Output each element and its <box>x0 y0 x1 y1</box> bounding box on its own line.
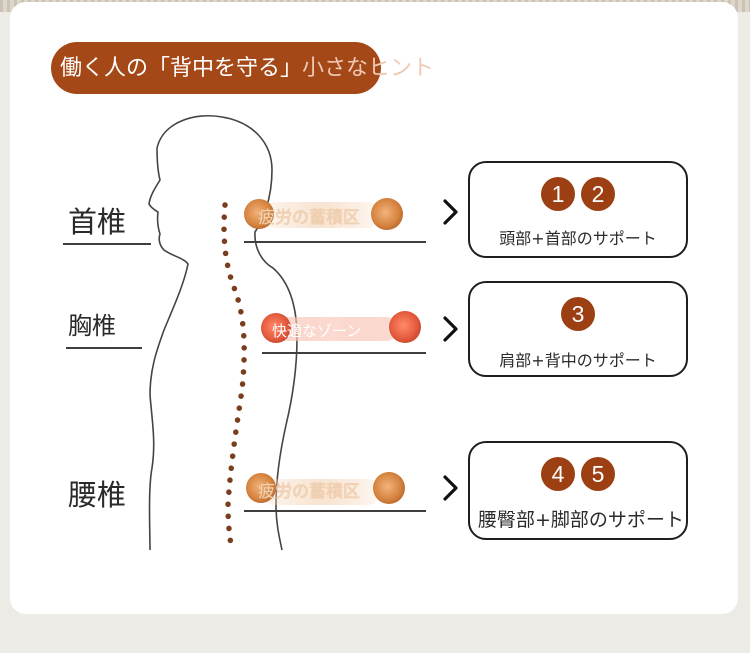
chevron-right-icon <box>443 475 458 501</box>
zone-rule-neck <box>244 241 426 243</box>
number-badge: 1 <box>541 177 575 211</box>
page-title: 働く人の「背中を守る」小さなヒント <box>60 54 434 84</box>
title-tail: 小さなヒント <box>302 56 435 81</box>
label-neck-rule <box>63 243 151 245</box>
label-chest: 胸椎 <box>68 312 116 340</box>
number-badge: 5 <box>581 457 615 491</box>
chevron-right-icon <box>443 316 458 342</box>
zone-text-waist: 疲労の蓄積区 <box>258 482 360 502</box>
label-neck: 首椎 <box>68 205 127 239</box>
number-badge: 2 <box>581 177 615 211</box>
badge-group: 3 <box>470 297 686 331</box>
number-badge: 4 <box>541 457 575 491</box>
title-main: 働く人の「背中を守る」 <box>60 56 303 81</box>
zone-text-chest: 快適なゾーン <box>272 322 362 340</box>
support-caption: 肩部+背中のサポート <box>499 351 657 370</box>
number-badge: 3 <box>561 297 595 331</box>
zone-rule-chest <box>262 352 426 354</box>
label-chest-rule <box>66 347 142 349</box>
support-caption: 頭部+首部のサポート <box>499 229 657 248</box>
zone-text-neck: 疲労の蓄積区 <box>258 208 360 228</box>
zone-rule-waist <box>244 510 426 512</box>
title-pill <box>51 42 381 94</box>
label-waist: 腰椎 <box>68 478 127 512</box>
support-box-shoulder-back: 3 肩部+背中のサポート <box>468 281 688 377</box>
chevron-right-icon <box>443 199 458 225</box>
support-caption: 腰臀部+脚部のサポート <box>478 509 684 531</box>
